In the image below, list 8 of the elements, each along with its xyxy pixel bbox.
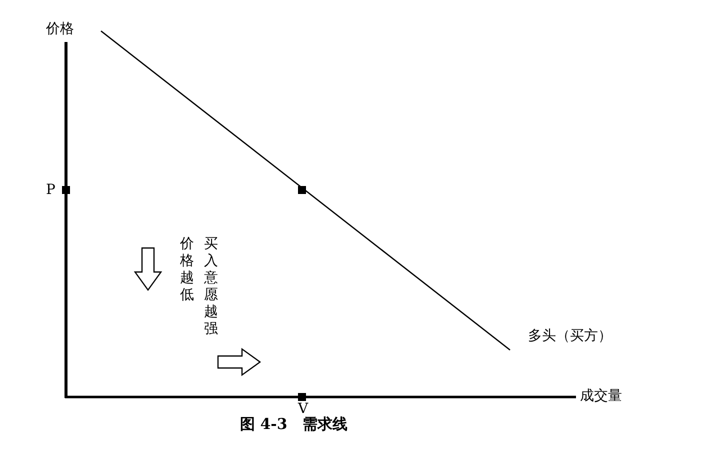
axis-title: 成交量 <box>580 389 622 404</box>
annotation-text: 买入意愿越强 <box>204 236 219 338</box>
figure-caption: 图 4-3 需求线 <box>240 416 348 432</box>
axis-mark: P <box>46 183 56 198</box>
annotation-text: 价格越低 <box>180 236 195 304</box>
axis-mark: V <box>298 402 308 417</box>
axis-title: 价格 <box>46 22 74 38</box>
curve-label: 多头（买方） <box>528 329 612 344</box>
